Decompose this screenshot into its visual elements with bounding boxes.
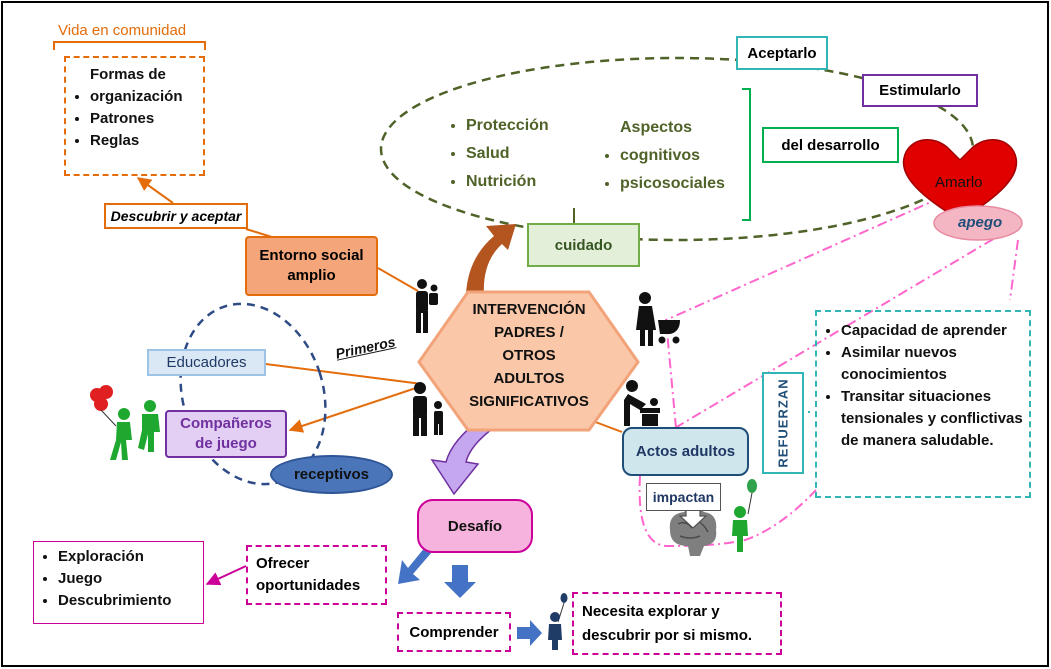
stroller-parent-icon	[636, 292, 680, 346]
center-line: PADRES /	[494, 324, 564, 341]
entorno-to-center	[377, 267, 419, 292]
exploracion-item: Descubrimiento	[58, 590, 197, 612]
actos-box: Actos adultos	[622, 427, 749, 476]
cuidado-item: Salud	[466, 140, 578, 168]
capacidad-item: Capacidad de aprender	[841, 320, 1023, 342]
apego-label: apego	[958, 214, 1003, 231]
blue-arrow-right	[517, 620, 542, 646]
ofrecer-to-exploracion-arrow	[205, 565, 247, 586]
cuidado-item: Aspectos cognitivos	[620, 114, 742, 170]
amarlo-label: Amarlo	[935, 174, 983, 191]
refuerzan-box: REFUERZAN	[762, 372, 804, 474]
actos-to-apego-link	[674, 234, 1001, 429]
capacidad-item: Transitar situaciones tensionales y conf…	[841, 386, 1023, 452]
impactan-box: impactan	[646, 483, 721, 511]
cuidado-box: cuidado	[527, 223, 640, 267]
child-balloon-icon-2	[548, 593, 568, 650]
center-line: INTERVENCIÓN	[472, 301, 586, 318]
cuidado-item: Nutrición	[466, 168, 578, 196]
capacidad-box: Capacidad de aprender Asimilar nuevos co…	[815, 310, 1031, 498]
comunidad-box: Formas de organización Patrones Reglas	[64, 56, 205, 176]
companeros-box: Compañeros de juego	[165, 410, 287, 458]
estimularlo-box: Estimularlo	[862, 74, 978, 107]
center-text: INTERVENCIÓN PADRES / OTROS ADULTOS SIGN…	[440, 298, 618, 413]
changing-baby-icon	[624, 380, 660, 426]
center-line: OTROS	[502, 347, 556, 364]
brown-up-arrow	[466, 224, 516, 296]
comprender-box: Comprender	[397, 612, 511, 652]
blue-arrow-diagonal	[398, 546, 432, 584]
apego-ellipse	[933, 205, 1023, 241]
exploracion-item: Juego	[58, 568, 197, 590]
child-balloon-icon	[732, 479, 757, 552]
exploracion-item: Exploración	[58, 546, 197, 568]
comunidad-item: Reglas	[90, 130, 197, 152]
brain-loop-link	[638, 475, 817, 548]
family-walking-icon	[413, 382, 443, 436]
receptivos-ellipse-label: receptivos	[270, 455, 393, 494]
refuerzan-label: REFUERZAN	[775, 378, 791, 468]
center-line: SIGNIFICATIVOS	[469, 393, 589, 410]
vida-bracket	[53, 41, 206, 50]
parent-child-icon	[416, 279, 438, 333]
entorno-box: Entorno social amplio	[245, 236, 378, 296]
center-to-educadores-arrow	[248, 356, 423, 385]
children-playing-icon	[90, 385, 160, 460]
educadores-box: Educadores	[147, 349, 266, 376]
necesita-box: Necesita explorar y descubrir por si mis…	[572, 592, 782, 655]
desafio-box: Desafío	[417, 499, 533, 553]
comunidad-item: Patrones	[90, 108, 197, 130]
apego-to-capacidad-link	[1009, 239, 1019, 301]
cuidado-item: Protección	[466, 112, 578, 140]
center-hexagon	[417, 290, 640, 432]
blue-arrow-down	[444, 565, 476, 598]
center-to-companeros-arrow	[288, 385, 423, 433]
cuidado-left-list: Protección Salud Nutrición	[448, 112, 578, 196]
cuidado-item: psicosociales	[620, 170, 742, 198]
capacidad-item: Asimilar nuevos conocimientos	[841, 342, 1023, 386]
exploracion-box: Exploración Juego Descubrimiento	[33, 541, 204, 624]
comunidad-item: Formas de organización	[90, 64, 197, 108]
cuidado-right-list: Aspectos cognitivos psicosociales	[602, 114, 742, 198]
descubrir-to-vida-arrow	[136, 177, 174, 204]
descubrir-label: Descubrir y aceptar	[104, 203, 248, 229]
ofrecer-box: Ofrecer oportunidades	[246, 545, 387, 605]
center-line: ADULTOS	[493, 370, 565, 387]
aceptarlo-box: Aceptarlo	[736, 36, 828, 70]
desarrollo-box: del desarrollo	[762, 127, 899, 163]
vida-title: Vida en comunidad	[58, 22, 187, 39]
heart-shape	[902, 139, 1018, 221]
desarrollo-bracket	[742, 88, 751, 221]
